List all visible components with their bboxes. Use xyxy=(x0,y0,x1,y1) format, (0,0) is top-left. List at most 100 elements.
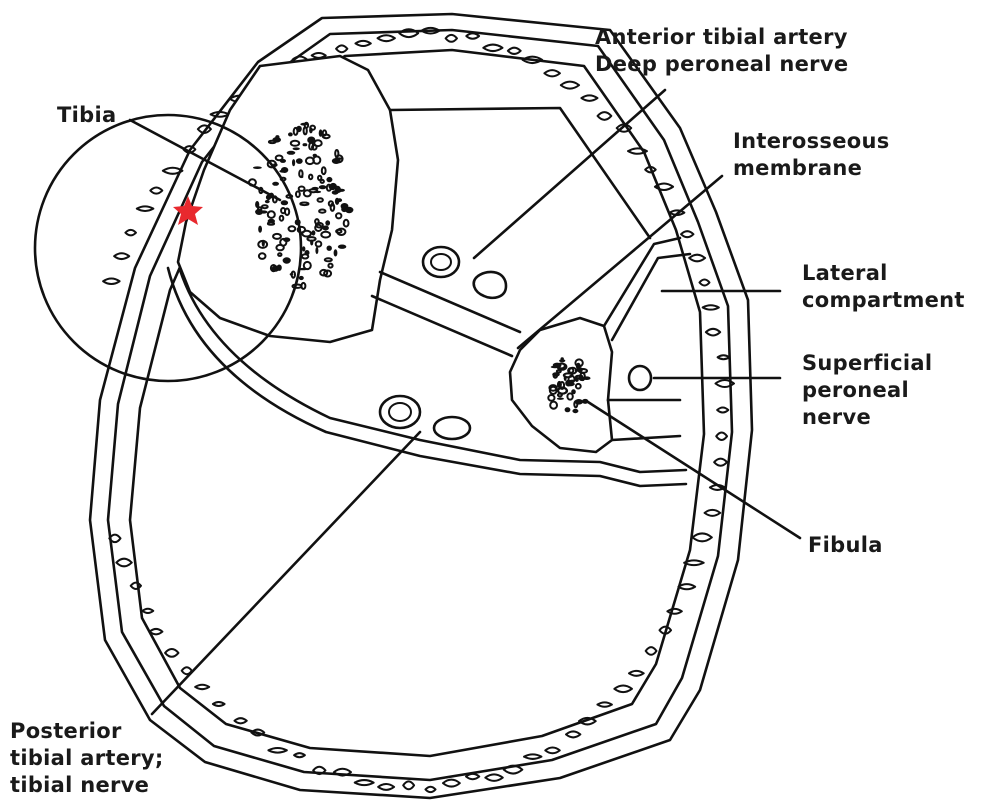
tibia-marrow-speck xyxy=(311,230,316,236)
fat-lobule xyxy=(714,378,735,388)
fat-lobule xyxy=(484,773,504,782)
tibia-marrow-speck xyxy=(298,275,304,281)
tibia-marrow-speck xyxy=(321,129,328,137)
tibia-marrow-speck xyxy=(316,197,324,203)
tibia-marrow-speck xyxy=(267,218,275,224)
fibula-marrow-speck xyxy=(559,381,566,390)
fat-lobule xyxy=(653,182,675,191)
tibial-nerve xyxy=(432,415,472,441)
label-posterior-tibial-artery: Posterior tibial artery; tibial nerve xyxy=(10,718,164,799)
label-superficial-line3: nerve xyxy=(802,405,871,429)
label-posterior-line2: tibial artery; xyxy=(10,746,164,770)
fat-lobule xyxy=(691,532,713,543)
fat-lobule xyxy=(102,277,121,286)
tibia-marrow xyxy=(247,121,354,290)
fat-lobule xyxy=(698,278,711,287)
fibula-marrow-speck xyxy=(574,399,584,405)
tibia-marrow-speck xyxy=(318,208,327,214)
leader-anterior xyxy=(472,88,667,260)
tibia-marrow-speck xyxy=(257,252,267,260)
tibia-marrow-speck xyxy=(280,200,289,206)
tibia-marrow-speck xyxy=(296,125,302,133)
fibula-marrow-speck xyxy=(574,382,582,390)
fat-lobule xyxy=(135,205,155,212)
tibia-marrow-speck xyxy=(307,136,316,144)
fat-lobule xyxy=(113,252,131,261)
fat-lobule xyxy=(677,583,697,591)
posterior-tibial-vessel-lumen xyxy=(388,402,412,422)
fat-lobule xyxy=(376,34,396,43)
fat-lobule xyxy=(680,230,695,239)
fat-lobule xyxy=(577,716,597,726)
tibia-marrow-speck xyxy=(292,159,296,167)
fat-lobule xyxy=(688,253,707,263)
tibia-marrow-speck xyxy=(295,190,301,198)
tibia-marrow-speck xyxy=(279,158,286,163)
fibula-marrow-speck xyxy=(548,385,558,395)
tibia-marrow-speck xyxy=(302,189,312,198)
fat-lobule xyxy=(713,457,728,467)
tibia-marrow-speck xyxy=(317,174,323,182)
tibia-marrow-speck xyxy=(331,190,339,195)
tibia-marrow-speck xyxy=(314,221,324,229)
label-anterior-line2: Deep peroneal nerve xyxy=(595,52,849,76)
tibia-marrow-speck xyxy=(289,273,294,276)
anterior-compartment-roof xyxy=(388,106,652,240)
tibia-marrow-speck xyxy=(327,262,334,269)
tibia-marrow-speck xyxy=(323,257,333,263)
fibula-marrow-speck xyxy=(564,407,571,413)
interosseous-membrane-lower xyxy=(370,294,514,358)
label-superficial-line1: Superficial xyxy=(802,351,933,375)
fat-lobule xyxy=(668,209,686,216)
tibia-marrow-speck xyxy=(267,139,277,145)
tibia-marrow-speck xyxy=(302,260,312,271)
tibia-marrow-speck xyxy=(315,246,319,255)
tibia-marrow-speck xyxy=(275,243,285,252)
fat-lobule xyxy=(543,69,561,78)
tibia-marrow-speck xyxy=(326,176,333,183)
tibia-marrow-speck xyxy=(295,158,303,164)
fat-lobule xyxy=(644,165,657,174)
tibia-marrow-speck xyxy=(342,218,350,228)
tibia-marrow-speck xyxy=(276,264,282,271)
fat-lobule xyxy=(161,166,184,175)
label-superficial-line2: peroneal xyxy=(802,378,910,402)
tibia-marrow-speck xyxy=(323,269,333,278)
tibia-marrow-speck xyxy=(258,225,262,233)
tibia-marrow-speck xyxy=(319,268,329,277)
tibia-marrow-speck xyxy=(318,129,323,137)
tibia-marrow-speck xyxy=(314,240,323,248)
fat-lobule xyxy=(683,559,705,567)
fat-lobule xyxy=(596,111,613,121)
fat-lobule xyxy=(148,627,164,636)
fat-lobule xyxy=(332,767,353,777)
fat-lobule xyxy=(615,123,633,133)
tibia-marrow-speck xyxy=(272,181,279,186)
fat-lobule xyxy=(627,147,648,155)
fat-lobule xyxy=(129,581,143,590)
label-tibia-text: Tibia xyxy=(57,103,117,127)
tibia-marrow-speck xyxy=(325,220,331,226)
tibia-marrow-speck xyxy=(326,245,332,251)
tibia-marrow-speck xyxy=(327,200,334,208)
tibia-marrow-speck xyxy=(277,252,283,257)
tibia-marrow-speck xyxy=(337,244,347,249)
fat-lobule xyxy=(354,39,372,47)
tibia-marrow-speck xyxy=(345,206,354,214)
tibia-marrow-speck xyxy=(308,173,314,181)
tibia-marrow-speck xyxy=(286,150,296,155)
fat-lobule xyxy=(420,26,441,35)
fat-lobule xyxy=(465,772,481,781)
anterior-septum xyxy=(602,236,682,328)
fibula-marrow-speck xyxy=(581,398,589,404)
fat-lobule xyxy=(523,753,543,760)
fat-lobule xyxy=(141,607,155,614)
fibula-marrow-speck xyxy=(557,362,566,370)
label-lateral-line2: compartment xyxy=(802,288,965,312)
fibula-marrow-speck xyxy=(574,377,579,382)
tibia-marrow-speck xyxy=(300,281,307,290)
tibia-marrow-speck xyxy=(318,185,327,190)
fibula-marrow-speck xyxy=(562,372,574,379)
tibia-marrow-speck xyxy=(266,159,277,169)
tibia-marrow-speck xyxy=(311,144,318,151)
